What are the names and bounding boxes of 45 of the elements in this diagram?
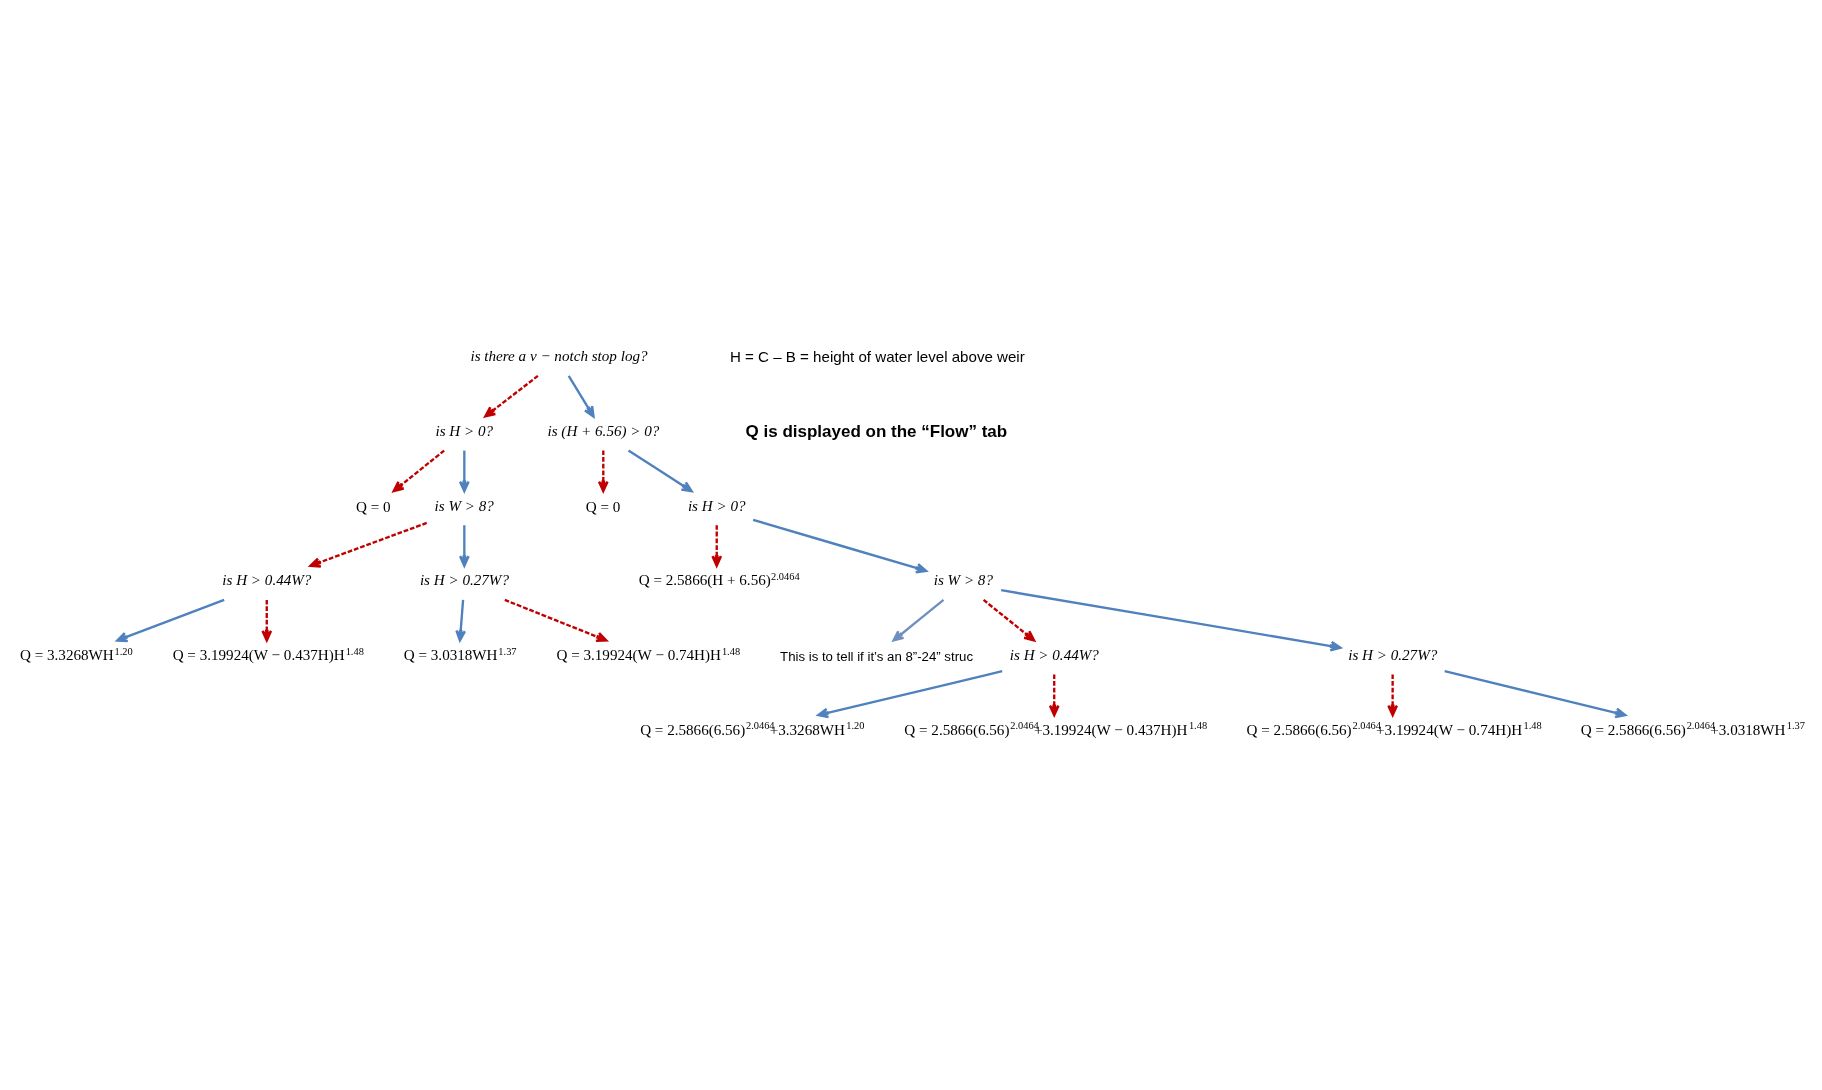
node-text: is H > 0.27W? bbox=[419, 571, 510, 588]
node-text: is H > 0.44W? bbox=[222, 571, 312, 588]
node-text: Q = 2.5866(6.56)$^{2.0464}$+3.19924(W − 0.74H)H$^{1.48}$ bbox=[1246, 719, 1542, 738]
arrow bbox=[567, 374, 595, 418]
arrow bbox=[627, 449, 693, 492]
node-text: is H > 0.44W? bbox=[1009, 646, 1099, 663]
arrow bbox=[392, 449, 445, 492]
arrow bbox=[817, 669, 1003, 718]
node-text: Q = 3.19924(W − 0.74H)H$^{1.48}$ bbox=[556, 645, 741, 663]
arrow bbox=[597, 450, 609, 492]
arrow bbox=[484, 374, 539, 418]
node-text: Q = 3.0318WH$^{1.37}$ bbox=[403, 645, 517, 663]
arrow bbox=[982, 598, 1036, 642]
arrow bbox=[1387, 674, 1399, 716]
node-text: is (H + 6.56) > 0? bbox=[547, 422, 660, 439]
node-text: Q = 3.3268WH$^{1.20}$ bbox=[20, 645, 133, 663]
arrow bbox=[309, 521, 428, 568]
label: Q is displayed on the “Flow” tab bbox=[745, 421, 1008, 441]
arrow bbox=[116, 598, 225, 642]
node-text: is there a v − notch stop log? bbox=[470, 347, 648, 364]
node-text: Q = 0 bbox=[356, 498, 391, 515]
node-text: is H > 0.27W? bbox=[1348, 646, 1438, 663]
node-text: This is to tell if it’s an 8”-24” struc bbox=[780, 648, 974, 664]
arrow bbox=[1444, 669, 1627, 718]
arrow bbox=[504, 598, 608, 642]
arrow bbox=[892, 598, 945, 642]
label: H = C – B = height of water level above weir bbox=[729, 347, 1025, 365]
node-text: Q = 3.19924(W − 0.437H)H$^{1.48}$ bbox=[172, 645, 364, 663]
node-text: Q = 2.5866(H + 6.56)$^{2.0464}$ bbox=[638, 570, 800, 588]
arrow bbox=[1048, 674, 1060, 716]
node-text: is H > 0? bbox=[687, 497, 746, 514]
arrow bbox=[458, 524, 470, 567]
node-text: Q = 0 bbox=[585, 498, 621, 515]
arrow bbox=[458, 450, 470, 492]
node-text: is H > 0? bbox=[435, 422, 494, 439]
node-text: is W > 8? bbox=[434, 497, 494, 514]
node-text: Q = 2.5866(6.56)$^{2.0464}$+3.19924(W − 0.437H)H$^{1.48}$ bbox=[904, 719, 1208, 738]
arrow bbox=[455, 599, 467, 642]
arrow bbox=[261, 599, 273, 642]
arrow bbox=[711, 524, 723, 567]
node-text: is W > 8? bbox=[933, 571, 993, 588]
node-text: Q = 2.5866(6.56)$^{2.0464}$+3.0318WH$^{1.37}$ bbox=[1580, 719, 1805, 738]
arrow bbox=[1001, 588, 1342, 651]
arrow bbox=[752, 518, 928, 573]
node-text: Q = 2.5866(6.56)$^{2.0464}$+3.3268WH$^{1.20}$ bbox=[640, 719, 865, 738]
